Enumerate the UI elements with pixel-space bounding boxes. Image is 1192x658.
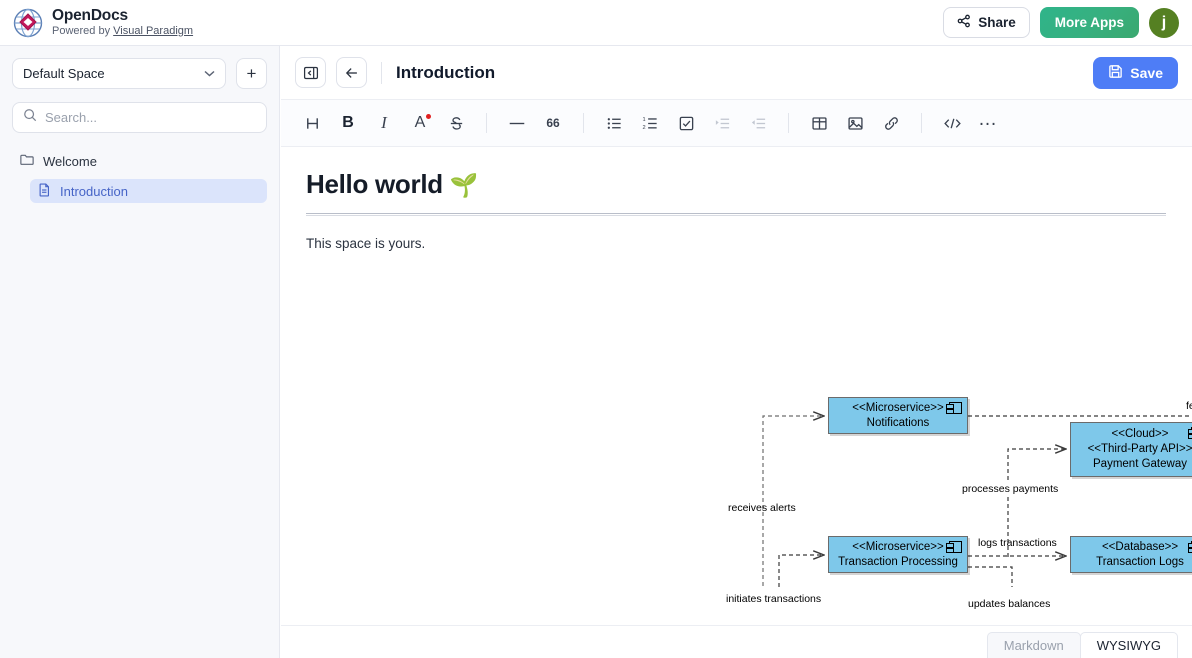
component-icon [949,541,962,553]
more-apps-button[interactable]: More Apps [1040,7,1139,38]
svg-text:2: 2 [642,125,645,131]
plus-icon: + [247,64,257,84]
bullet-list-button[interactable] [597,107,631,139]
uml-node-notifications[interactable]: <<Microservice>> Notifications [828,397,968,434]
uml-node-line: <<Microservice>> [852,401,943,416]
uml-node-line: Notifications [867,416,930,431]
checklist-button[interactable] [669,107,703,139]
heading-rule [306,213,1166,216]
share-button-label: Share [978,15,1016,30]
toolbar-divider [921,113,922,133]
search-box[interactable] [12,102,267,133]
uml-node-line: <<Third-Party API>> [1088,442,1192,457]
edge-label-receives-alerts: receives alerts [726,502,798,514]
powered-by-text: Powered by [52,25,113,37]
uml-node-line: <<Microservice>> [852,540,943,555]
image-button[interactable] [838,107,872,139]
edge-label-logs-transactions: logs transactions [976,537,1059,549]
table-button[interactable] [802,107,836,139]
uml-node-payment-gateway[interactable]: <<Cloud>> <<Third-Party API>> Payment Ga… [1070,422,1192,477]
tree-item-introduction[interactable]: Introduction [30,179,267,203]
uml-node-line: <<Cloud>> [1112,427,1169,442]
uml-node-line: Payment Gateway [1093,457,1187,472]
blockquote-button[interactable]: 66 [536,107,570,139]
opendocs-logo-icon [13,8,43,38]
strikethrough-button[interactable] [439,107,473,139]
content-paragraph: This space is yours. [306,236,425,251]
top-bar-actions: Share More Apps j [943,7,1192,38]
outdent-button[interactable] [741,107,775,139]
seedling-icon: 🌱 [450,172,478,198]
uml-node-transaction-logs[interactable]: <<Database>> Transaction Logs [1070,536,1192,573]
brand-subtitle: Powered by Visual Paradigm [52,26,193,38]
numbered-list-button[interactable]: 1 2 [633,107,667,139]
edge-label-fetches-user-preferences: fetches user preferences [1184,400,1192,412]
space-row: Default Space + [12,58,267,89]
content-heading-text: Hello world [306,169,443,199]
brand[interactable]: OpenDocs Powered by Visual Paradigm [0,8,193,38]
tab-wysiwyg[interactable]: WYSIWYG [1080,632,1178,658]
back-button[interactable] [336,57,367,88]
svg-text:1: 1 [642,116,645,122]
edge-label-updates-balances: updates balances [966,598,1052,610]
horizontal-rule-button[interactable] [500,107,534,139]
save-icon [1108,64,1123,82]
uml-component-diagram[interactable]: <<iOS>> <<Android>> Mobile App <<Microse… [281,257,1192,587]
bold-button[interactable]: B [331,107,365,139]
avatar[interactable]: j [1149,8,1179,38]
document-header: Introduction Save [281,46,1192,100]
heading-button[interactable] [295,107,329,139]
share-button[interactable]: Share [943,7,1030,38]
sidebar: Default Space + [0,46,280,658]
space-selector-label: Default Space [23,66,105,81]
tree-item-label: Introduction [60,184,128,199]
content-heading: Hello world 🌱 [306,169,478,200]
tab-markdown[interactable]: Markdown [987,632,1081,658]
space-selector[interactable]: Default Space [12,58,226,89]
uml-node-line: Transaction Logs [1096,555,1184,570]
brand-title: OpenDocs [52,8,193,24]
editor-canvas[interactable]: Hello world 🌱 This space is yours. [281,147,1192,632]
toggle-sidebar-button[interactable] [295,57,326,88]
edge-label-initiates-transactions: initiates transactions [724,593,823,605]
text-color-button[interactable]: A [403,107,437,139]
folder-icon [20,153,34,169]
editor-mode-bar: Markdown WYSIWYG [281,625,1192,658]
header-divider [381,62,382,84]
color-dot-icon [426,114,431,119]
save-button-label: Save [1130,65,1163,81]
component-icon [949,402,962,414]
toolbar-divider [486,113,487,133]
search-input[interactable] [45,110,256,125]
document-tree: Welcome Introduction [12,149,267,203]
edge-label-processes-payments: processes payments [960,483,1060,495]
indent-button[interactable] [705,107,739,139]
file-icon [38,183,51,200]
tree-item-label: Welcome [43,154,97,169]
share-icon [957,14,971,31]
add-space-button[interactable]: + [236,58,267,89]
visual-paradigm-link[interactable]: Visual Paradigm [113,25,193,37]
italic-button[interactable]: I [367,107,401,139]
chevron-down-icon [204,68,215,80]
link-button[interactable] [874,107,908,139]
tree-item-welcome[interactable]: Welcome [12,149,267,173]
page-title: Introduction [396,63,495,83]
document-pane: Introduction Save B I A [281,46,1192,658]
top-bar: OpenDocs Powered by Visual Paradigm Shar… [0,0,1192,46]
code-block-button[interactable] [935,107,969,139]
toolbar-divider [583,113,584,133]
more-options-button[interactable]: … [971,107,1005,139]
uml-node-transaction-processing[interactable]: <<Microservice>> Transaction Processing [828,536,968,573]
toolbar-divider [788,113,789,133]
uml-node-line: <<Database>> [1102,540,1178,555]
search-icon [23,108,37,127]
save-button[interactable]: Save [1093,57,1178,89]
format-toolbar: B I A 66 [281,100,1192,147]
uml-node-line: Transaction Processing [838,555,958,570]
